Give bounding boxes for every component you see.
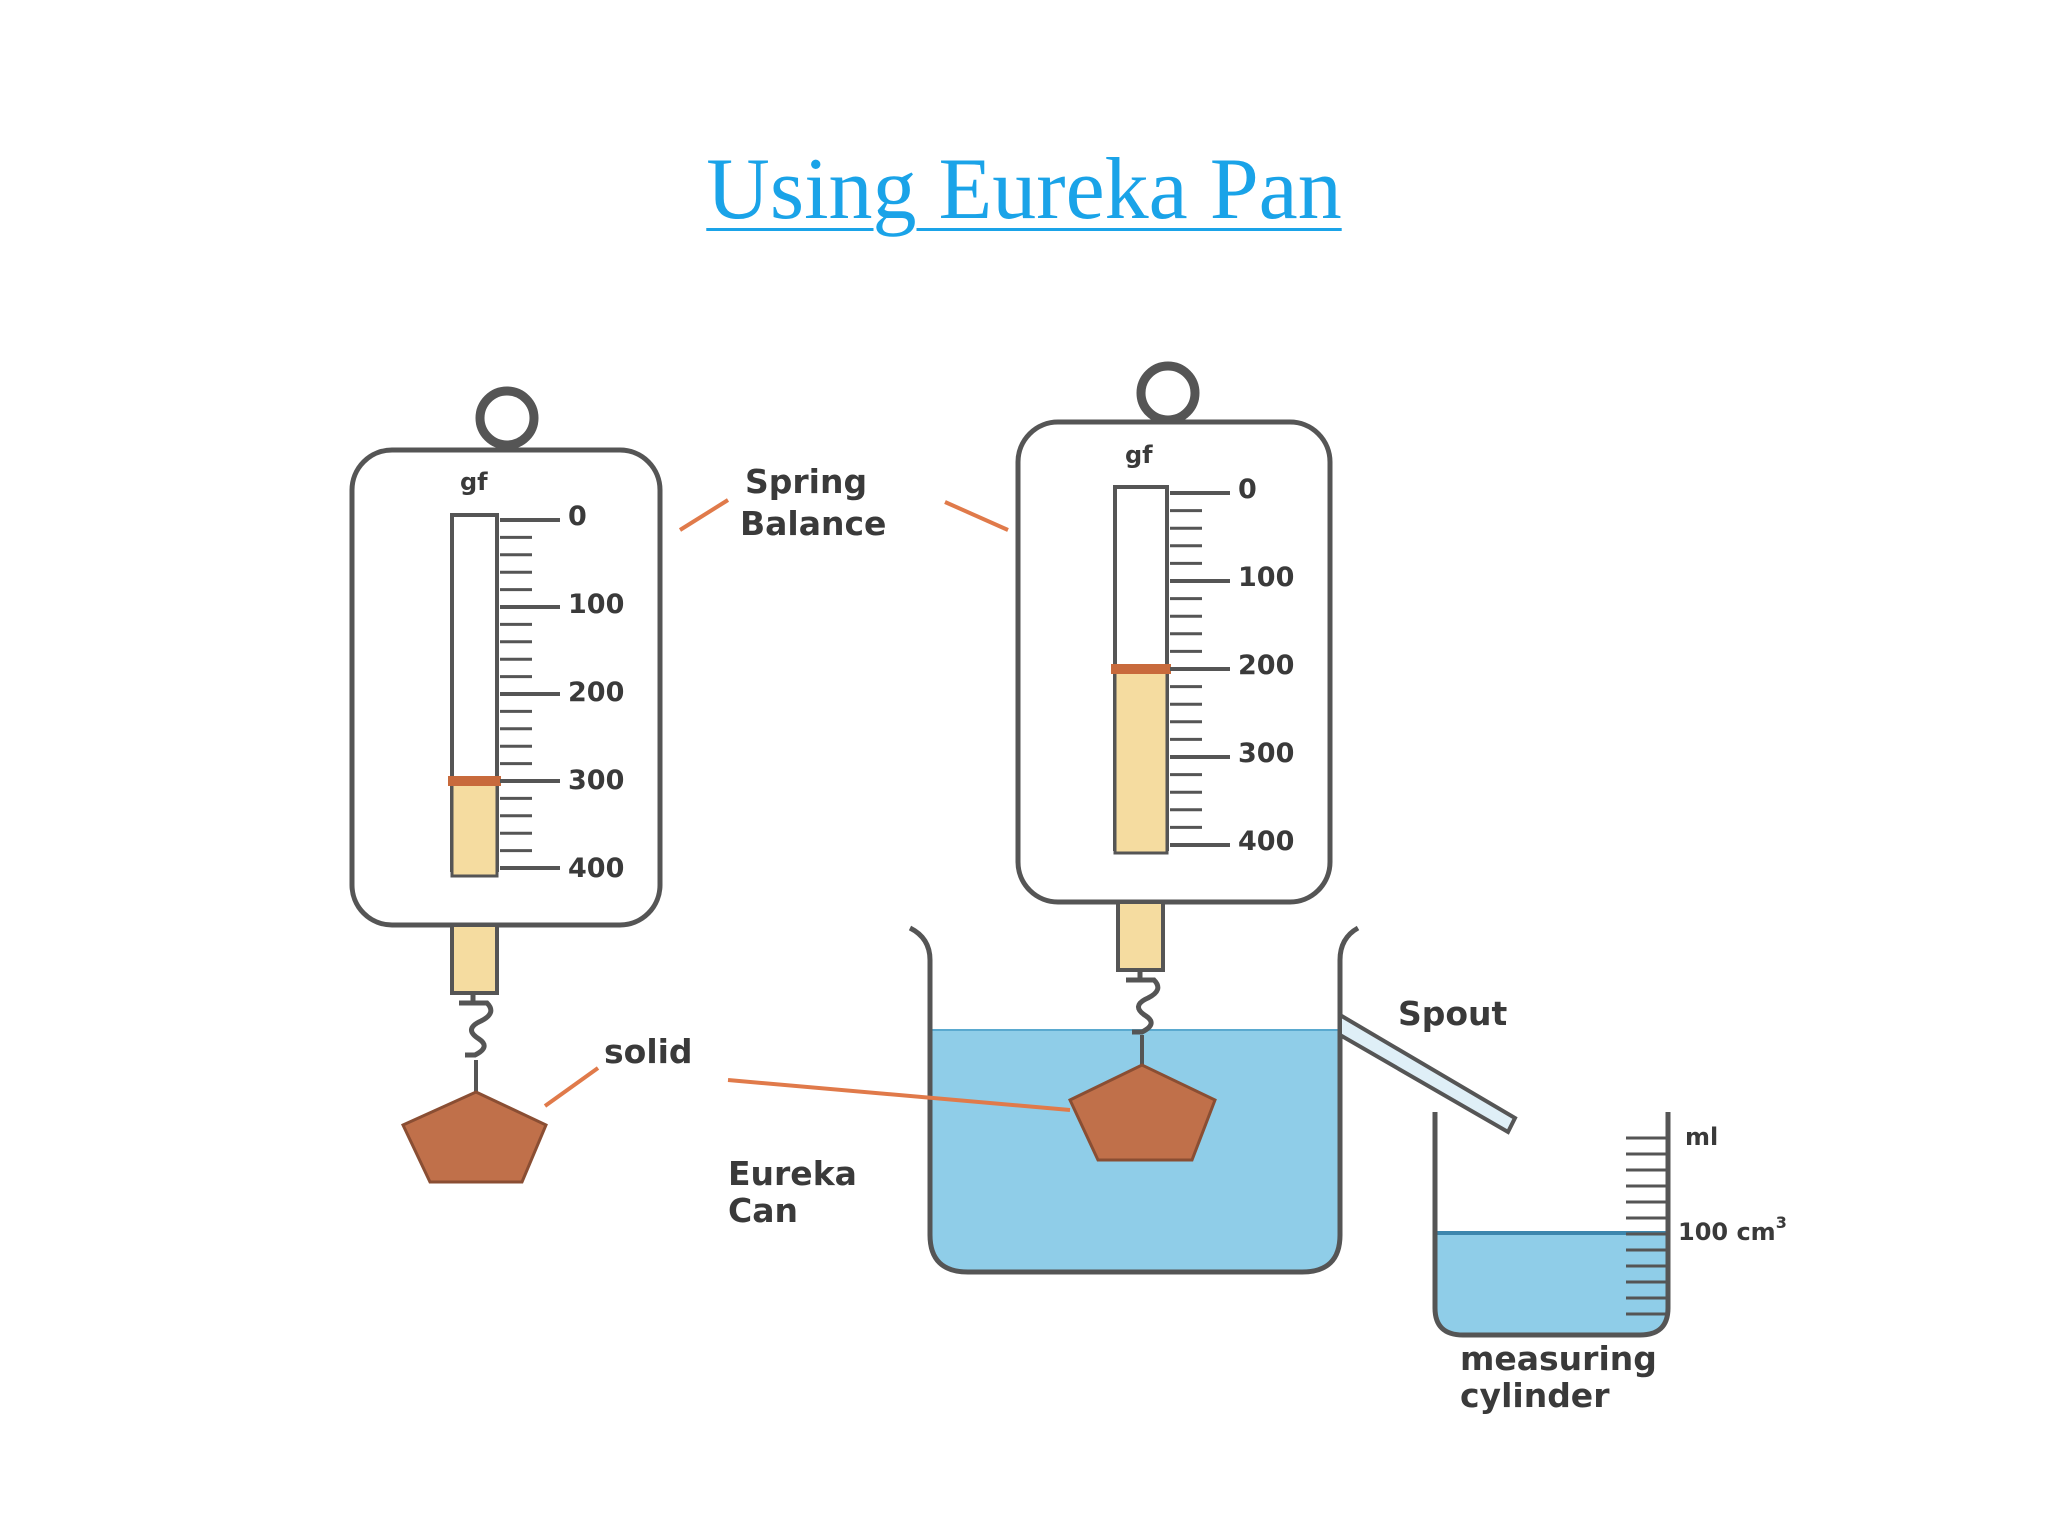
left-tick-label-200: 200 (568, 677, 624, 708)
left-solid (400, 1090, 548, 1184)
left-unit-label: gf (460, 468, 488, 496)
left-hook-stem (450, 923, 499, 995)
right-tick-label-200: 200 (1238, 650, 1294, 681)
leader-solid-right (727, 1078, 1071, 1112)
cylinder-volume-sup: 3 (1776, 1213, 1787, 1232)
right-tick-label-100: 100 (1238, 562, 1294, 593)
spout (1338, 1011, 1518, 1135)
left-pointer (448, 776, 501, 786)
cylinder-tick-marks (1626, 1136, 1668, 1316)
cylinder-unit-label: ml (1685, 1123, 1718, 1151)
label-cylinder-line1: measuring (1460, 1339, 1657, 1378)
right-hook-ring (1136, 361, 1200, 425)
leader-spring-left (678, 498, 730, 532)
cylinder-outline (1432, 1112, 1671, 1338)
leader-spring-right (944, 500, 1009, 532)
labels: Spring Balance solid Spout Eureka Can me… (543, 462, 1657, 1415)
leader-solid-left (543, 1066, 600, 1108)
left-hook-ring (475, 386, 539, 450)
right-hook-stem (1116, 900, 1165, 972)
right-spring-hook (1126, 970, 1161, 1035)
right-unit-label: gf (1125, 441, 1153, 469)
left-spring-hook (459, 993, 494, 1058)
right-tick-label-0: 0 (1238, 474, 1257, 505)
left-tick-marks (500, 518, 560, 870)
label-eureka-line2: Can (728, 1191, 798, 1230)
label-eureka-line1: Eureka (728, 1154, 857, 1193)
right-tick-marks (1170, 491, 1230, 847)
label-spring-line2: Balance (740, 504, 886, 543)
right-tick-label-400: 400 (1238, 826, 1294, 857)
right-spring-balance: gf 0 100 200 300 400 (1015, 361, 1333, 972)
cylinder-volume-value: 100 cm (1678, 1218, 1776, 1246)
left-tick-label-400: 400 (568, 853, 624, 884)
left-spring-balance: gf 0 100 200 300 400 (349, 386, 663, 1184)
right-solid (1068, 1063, 1217, 1162)
right-scale-fill (1113, 667, 1169, 855)
label-cylinder-line2: cylinder (1460, 1376, 1610, 1415)
label-spout: Spout (1398, 994, 1508, 1033)
left-tick-label-300: 300 (568, 765, 624, 796)
label-spring-line1: Spring (745, 462, 867, 501)
left-scale-fill (450, 779, 499, 878)
left-tick-label-0: 0 (568, 501, 587, 532)
left-tick-label-100: 100 (568, 589, 624, 620)
cylinder-volume-label: 100 cm3 (1678, 1213, 1787, 1246)
left-balance-body (349, 447, 663, 928)
right-tick-label-300: 300 (1238, 738, 1294, 769)
eureka-can (908, 925, 1518, 1275)
slide-title[interactable]: Using Eureka Pan (706, 141, 1342, 238)
eureka-can-outline (908, 925, 1360, 1275)
label-solid: solid (604, 1032, 693, 1071)
right-pointer (1111, 664, 1171, 674)
measuring-cylinder: ml 100 cm3 (1432, 1112, 1787, 1338)
right-balance-body (1015, 419, 1333, 905)
cylinder-water (1434, 1232, 1669, 1336)
